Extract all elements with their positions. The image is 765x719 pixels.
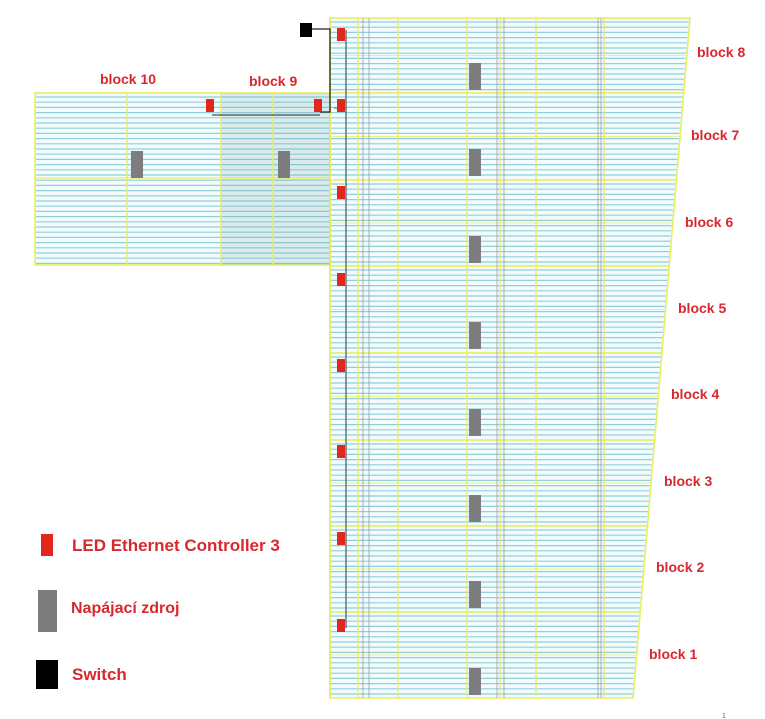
controller-icon — [337, 28, 345, 41]
block-label-9: block 9 — [249, 73, 297, 89]
controller-icon — [337, 619, 345, 632]
controller-icon — [314, 99, 322, 112]
switch-link — [306, 28, 331, 113]
controller-icon — [337, 532, 345, 545]
controller-icon — [337, 273, 345, 286]
block-label-8: block 8 — [697, 44, 745, 60]
controller-icon — [41, 534, 53, 556]
page-number: 1 — [722, 713, 726, 719]
power-supply-icon — [131, 151, 143, 178]
legend-switch-label: Switch — [72, 665, 127, 684]
power-supply-icon — [278, 151, 290, 178]
block-label-10: block 10 — [100, 71, 156, 87]
block-9-shade — [221, 93, 330, 265]
power-supply-icon — [469, 409, 481, 436]
power-supply-icon — [38, 590, 57, 632]
power-supply-icon — [469, 149, 481, 176]
block-label-5: block 5 — [678, 300, 726, 316]
wing-frame — [34, 92, 331, 266]
block-label-6: block 6 — [685, 214, 733, 230]
power-supply-icon — [469, 495, 481, 522]
controller-icon — [337, 359, 345, 372]
left-wing — [34, 92, 331, 266]
power-supply-icon — [469, 581, 481, 608]
controller-icon — [337, 99, 345, 112]
power-supply-icon — [469, 322, 481, 349]
switch-icon — [300, 23, 312, 37]
block-label-2: block 2 — [656, 559, 704, 575]
controller-icon — [206, 99, 214, 112]
switch-icon — [36, 660, 58, 689]
block-label-4: block 4 — [671, 386, 719, 402]
power-supply-icon — [469, 668, 481, 695]
controller-icon — [337, 186, 345, 199]
controller-icon — [337, 445, 345, 458]
power-supply-icon — [469, 236, 481, 263]
block-label-7: block 7 — [691, 127, 739, 143]
legend-power-supply-label: Napájací zdroj — [71, 600, 179, 617]
legend-controller-label: LED Ethernet Controller 3 — [72, 536, 280, 555]
power-supply-icon — [469, 63, 481, 90]
block-label-3: block 3 — [664, 473, 712, 489]
devices — [131, 23, 481, 695]
block-label-1: block 1 — [649, 646, 697, 662]
legend: LED Ethernet Controller 3 Napájací zdroj… — [36, 534, 280, 689]
main-tower — [329, 17, 691, 699]
